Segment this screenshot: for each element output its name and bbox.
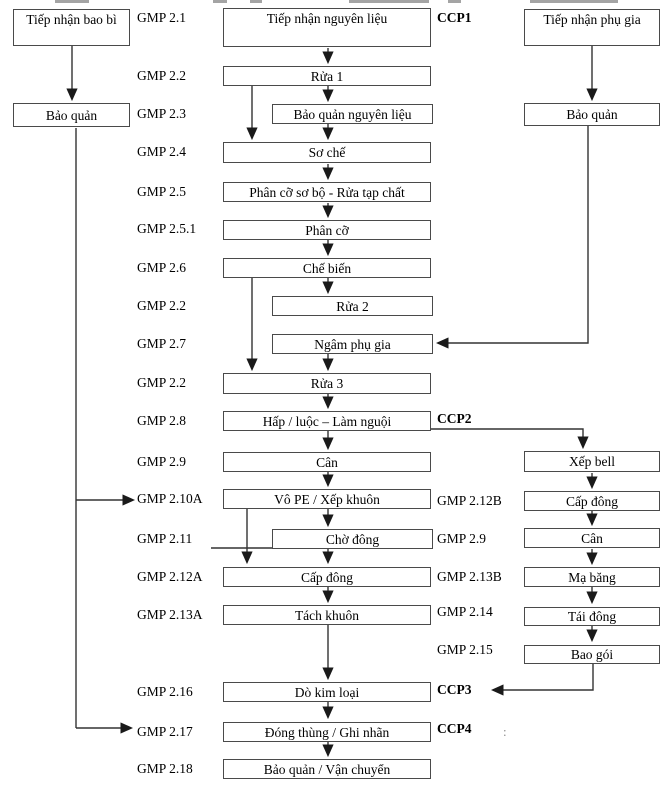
node-block-freeze: Cấp đông — [524, 491, 660, 511]
ccp3-label: CCP3 — [437, 682, 472, 697]
crop-artifact — [55, 0, 89, 3]
arrow — [490, 664, 594, 696]
gmp-label: GMP 2.12B — [437, 493, 502, 508]
gmp-label: GMP 2.7 — [137, 336, 187, 351]
gmp-label: GMP 2.14 — [437, 604, 493, 619]
node-wash-3: Rửa 3 — [223, 373, 431, 394]
node-wash-2: Rửa 2 — [272, 296, 433, 316]
node-refreeze: Tái đông — [524, 607, 660, 626]
gmp-label: GMP 2.1 — [137, 10, 187, 25]
crop-artifact — [250, 0, 262, 3]
node-soak-additives: Ngâm phụ gia — [272, 334, 433, 354]
gmp-label: GMP 2.9 — [137, 454, 187, 469]
crop-artifact — [448, 0, 461, 3]
node-freeze: Cấp đông — [223, 567, 431, 587]
gmp-label: GMP 2.13A — [137, 607, 203, 622]
node-pe-molding: Vô PE / Xếp khuôn — [223, 489, 431, 509]
gmp-label: GMP 2.3 — [137, 106, 187, 121]
node-presize-wash: Phân cỡ sơ bộ - Rửa tạp chất — [223, 182, 431, 202]
gmp-label: GMP 2.18 — [137, 761, 193, 776]
node-store-additives: Bảo quản — [524, 103, 660, 126]
node-processing: Chế biến — [223, 258, 431, 278]
node-demold: Tách khuôn — [223, 605, 431, 625]
gmp-label: GMP 2.15 — [437, 642, 493, 657]
node-store-packaging: Bảo quản — [13, 103, 130, 127]
arrow — [431, 428, 589, 450]
node-block-weigh: Cân — [524, 528, 660, 548]
gmp-label: GMP 2.13B — [437, 569, 502, 584]
gmp-label: GMP 2.16 — [137, 684, 193, 699]
crop-artifact — [349, 0, 429, 3]
node-pack-label: Đóng thùng / Ghi nhãn — [223, 722, 431, 742]
node-store-raw-material: Bảo quản nguyên liệu — [272, 104, 433, 124]
gmp-label: GMP 2.5.1 — [137, 221, 197, 236]
gmp-label: GMP 2.6 — [137, 260, 187, 275]
gmp-label: GMP 2.11 — [137, 531, 193, 546]
crop-artifact — [213, 0, 227, 3]
node-receive-packaging: Tiếp nhận bao bì — [13, 9, 130, 46]
node-weigh: Cân — [223, 452, 431, 472]
ccp1-label: CCP1 — [437, 10, 472, 25]
node-receive-raw-material: Tiếp nhận nguyên liệu — [223, 8, 431, 47]
gmp-label: GMP 2.10A — [137, 491, 203, 506]
stray-mark: : — [503, 724, 507, 739]
gmp-label: GMP 2.8 — [137, 413, 187, 428]
ccp2-label: CCP2 — [437, 411, 472, 426]
arrow — [435, 126, 589, 349]
node-receive-additives: Tiếp nhận phụ gia — [524, 9, 660, 46]
ccp4-label: CCP4 — [437, 721, 472, 736]
node-preprocess: Sơ chế — [223, 142, 431, 163]
node-metal-detect: Dò kim loại — [223, 682, 431, 702]
node-package: Bao gói — [524, 645, 660, 664]
gmp-label: GMP 2.4 — [137, 144, 187, 159]
gmp-label: GMP 2.17 — [137, 724, 193, 739]
gmp-label: GMP 2.2 — [137, 298, 187, 313]
node-glaze: Mạ băng — [524, 567, 660, 587]
node-store-transport: Bảo quản / Vận chuyển — [223, 759, 431, 779]
node-steam-boil-cool: Hấp / luộc – Làm nguội — [223, 411, 431, 431]
node-wait-freeze: Chờ đông — [272, 529, 433, 549]
gmp-label: GMP 2.2 — [137, 375, 187, 390]
gmp-label: GMP 2.12A — [137, 569, 203, 584]
node-wash-1: Rửa 1 — [223, 66, 431, 86]
node-block-arrange: Xếp bell — [524, 451, 660, 472]
node-size-grading: Phân cỡ — [223, 220, 431, 240]
crop-artifact — [530, 0, 618, 3]
gmp-label: GMP 2.9 — [437, 531, 487, 546]
gmp-label: GMP 2.5 — [137, 184, 187, 199]
gmp-label: GMP 2.2 — [137, 68, 187, 83]
